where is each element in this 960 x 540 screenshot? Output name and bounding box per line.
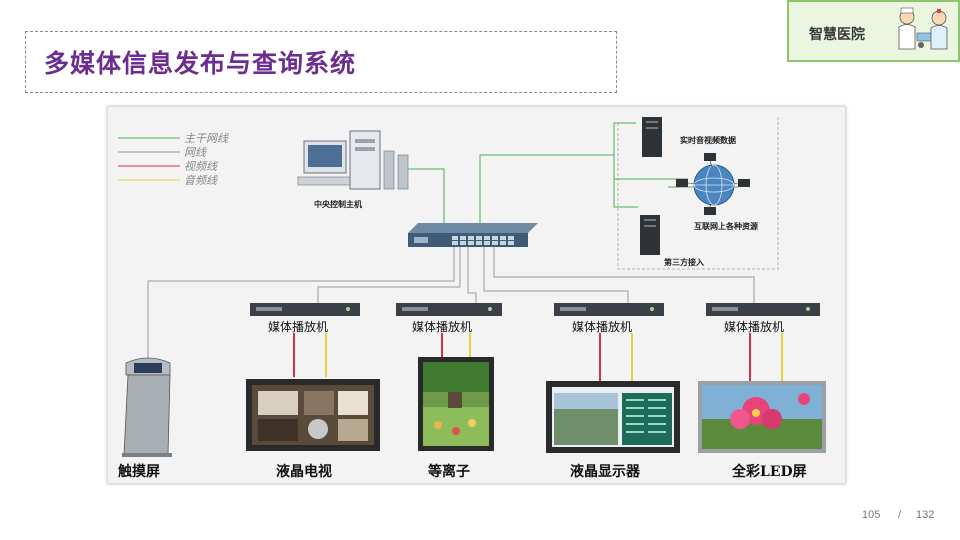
media-player-label-1: 媒体播放机	[268, 320, 329, 334]
central-host-label: 中央控制主机	[314, 199, 362, 209]
third-party-label: 第三方接入	[664, 257, 704, 267]
page-number-current: 105	[862, 509, 881, 521]
realtime-data-label: 实时音视频数据	[680, 135, 736, 145]
media-player-box-4	[706, 303, 820, 316]
media-player-box-1	[250, 303, 360, 316]
internet-globe-icon	[676, 153, 750, 215]
realtime-server-icon	[642, 117, 662, 157]
led-screen-icon	[698, 381, 826, 453]
third-party-server-icon	[640, 215, 660, 255]
internet-resources-label: 互联网上各种资源	[694, 221, 758, 231]
device-label-plasma: 等离子	[428, 464, 470, 480]
media-player-box-3	[554, 303, 664, 316]
media-player-box-2	[396, 303, 502, 316]
device-label-lcd-monitor: 液晶显示器	[570, 464, 640, 480]
media-player-label-3: 媒体播放机	[572, 320, 633, 334]
medical-staff-icon	[898, 7, 948, 50]
touch-kiosk-icon	[122, 357, 172, 457]
device-label-touch-screen: 触摸屏	[118, 464, 160, 480]
legend-label-audio: 音频线	[184, 174, 217, 187]
device-label-lcd-tv: 液晶电视	[276, 464, 332, 480]
lcd-tv-icon	[246, 379, 380, 451]
external-region-border	[617, 117, 779, 270]
legend-label-video: 视频线	[184, 160, 217, 173]
media-player-label-2: 媒体播放机	[412, 320, 473, 334]
network-switch-icon	[408, 223, 538, 247]
page-number-total: 132	[916, 509, 935, 521]
page-title: 多媒体信息发布与查询系统	[44, 49, 357, 78]
page-number-separator: /	[898, 509, 902, 521]
legend-label-backbone: 主干网线	[184, 132, 228, 145]
plasma-display-icon	[418, 357, 494, 451]
legend-label-network: 网线	[184, 146, 206, 159]
hospital-logo: 智慧医院	[787, 0, 960, 62]
system-diagram: 主干网线 网线 视频线 音频线 中央控制主机 实时音视频数据 互联网上各种资源 …	[107, 106, 846, 484]
lcd-monitor-icon	[546, 381, 680, 453]
media-player-label-4: 媒体播放机	[724, 320, 785, 334]
central-host-icon	[297, 130, 409, 190]
logo-text: 智慧医院	[809, 27, 865, 43]
diagram-graphics	[118, 117, 826, 457]
device-label-led-screen: 全彩LED屏	[732, 464, 807, 480]
title-box: 多媒体信息发布与查询系统	[25, 31, 617, 93]
